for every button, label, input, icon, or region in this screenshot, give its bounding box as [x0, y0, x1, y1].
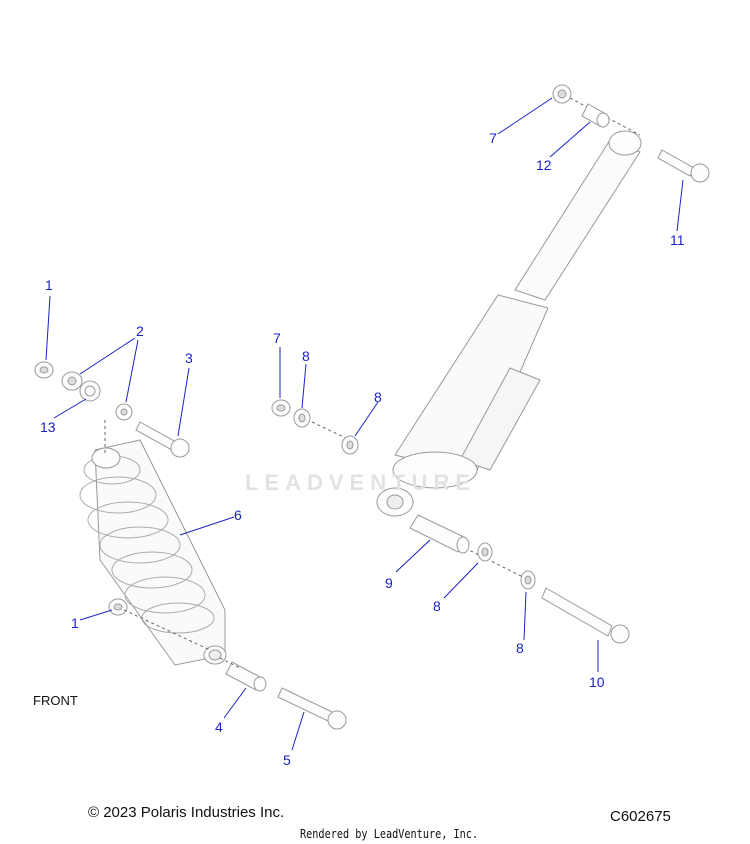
- coil-shock-body: [79, 439, 227, 666]
- callout-4[interactable]: 4: [215, 719, 223, 735]
- bolt-11: [657, 149, 710, 183]
- rendered-by-text: Rendered by LeadVenture, Inc.: [300, 827, 479, 841]
- callout-12[interactable]: 12: [536, 157, 552, 173]
- leader-lines: [45, 97, 684, 751]
- bushing-2b: [115, 403, 133, 421]
- bolt-5: [277, 687, 347, 730]
- callout-6[interactable]: 6: [234, 507, 242, 523]
- callout-9[interactable]: 9: [385, 575, 393, 591]
- spacer-12: [581, 103, 610, 128]
- callout-8-a[interactable]: 8: [302, 348, 310, 364]
- callout-13[interactable]: 13: [40, 419, 56, 435]
- callout-10[interactable]: 10: [589, 674, 605, 690]
- nut-7-top: [552, 84, 572, 104]
- sleeve-4: [225, 661, 267, 692]
- bolt-3: [135, 421, 190, 458]
- callout-7-top[interactable]: 7: [489, 130, 497, 146]
- nut-1-top: [34, 361, 54, 379]
- callout-8-d[interactable]: 8: [516, 640, 524, 656]
- sleeve-9: [409, 514, 470, 554]
- washer-8-c: [477, 542, 493, 562]
- callout-1-lower[interactable]: 1: [71, 615, 79, 631]
- callout-8-b[interactable]: 8: [374, 389, 382, 405]
- washer-8-d: [520, 570, 536, 590]
- watermark: LEADVENTURE: [245, 470, 477, 495]
- nut-7-mid: [271, 399, 291, 417]
- callout-8-c[interactable]: 8: [433, 598, 441, 614]
- callout-2[interactable]: 2: [136, 323, 144, 339]
- callout-3[interactable]: 3: [185, 350, 193, 366]
- washer-13: [79, 380, 101, 402]
- nut-1-bottom: [108, 598, 128, 616]
- bolt-10: [541, 587, 630, 644]
- callout-11[interactable]: 11: [670, 232, 685, 248]
- callout-5[interactable]: 5: [283, 752, 291, 768]
- diagram-code: C602675: [610, 808, 671, 825]
- callout-1[interactable]: 1: [45, 277, 53, 293]
- bushing-2: [61, 371, 83, 391]
- front-label: FRONT: [33, 693, 78, 708]
- callout-7-mid[interactable]: 7: [273, 330, 281, 346]
- copyright-text: © 2023 Polaris Industries Inc.: [88, 804, 285, 821]
- washer-8-b: [341, 435, 359, 455]
- gas-shock-body: [376, 130, 642, 517]
- washer-8-a: [293, 408, 311, 428]
